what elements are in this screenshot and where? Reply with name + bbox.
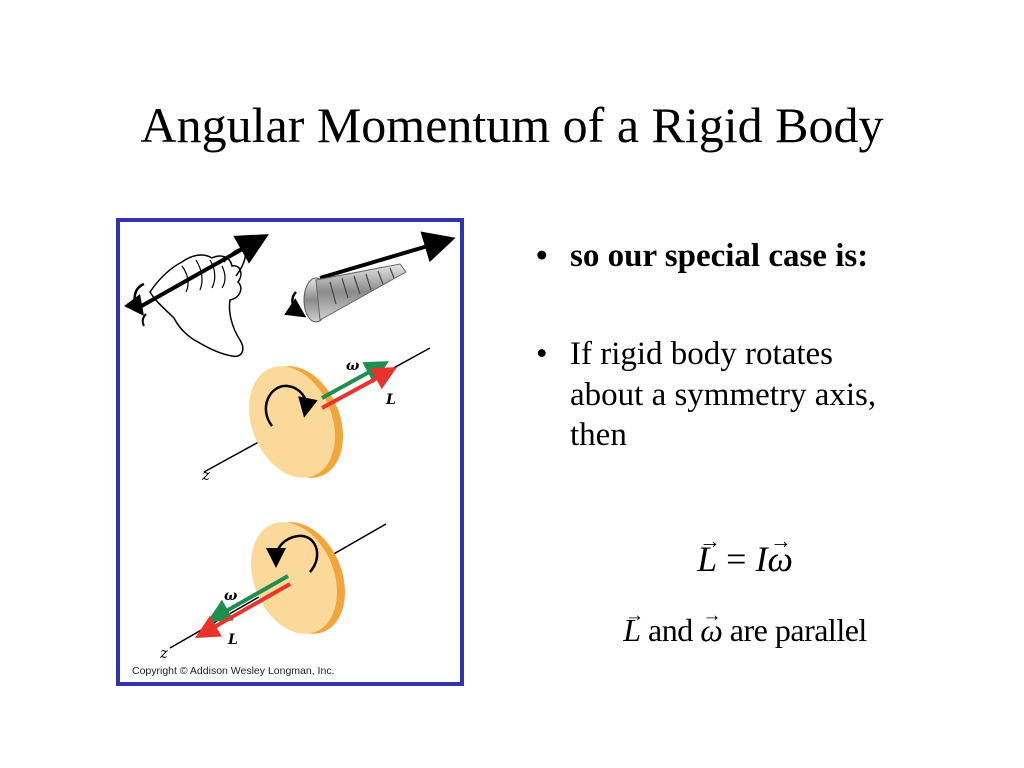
- and-word: and: [648, 612, 693, 648]
- figure-drawing: ω L z ω L z Copyright © Addison Wesley L…: [124, 231, 456, 677]
- bullet-text: so our special case is:: [570, 238, 869, 274]
- vector-arrow-icon: →: [702, 604, 722, 626]
- vector-omega: →ω: [700, 604, 723, 648]
- equals-sign: =: [726, 539, 747, 579]
- vector-L: →L: [623, 604, 644, 648]
- bullet-list: • so our special case is: • If rigid bod…: [536, 236, 976, 455]
- bullet-marker: •: [536, 238, 548, 274]
- hand-illustration: [124, 234, 269, 358]
- bullet-marker: •: [536, 336, 548, 373]
- bullet-special-case: • so our special case is:: [536, 236, 976, 276]
- top-disk-illustration: [203, 347, 431, 478]
- z-axis-label-top: z: [201, 466, 210, 484]
- omega-label-bottom: ω: [224, 588, 238, 604]
- L-label-bottom: L: [227, 632, 238, 648]
- L-label-top: L: [385, 392, 396, 408]
- omega-label-top: ω: [346, 358, 360, 374]
- parallel-statement: →L and →ω are parallel: [590, 604, 900, 649]
- vector-omega: →ω: [767, 529, 793, 579]
- vector-L: →L: [697, 529, 721, 579]
- vector-arrow-icon: →: [769, 529, 792, 554]
- figure-copyright: Copyright © Addison Wesley Longman, Inc.: [132, 665, 334, 677]
- parallel-text: are parallel: [729, 612, 868, 648]
- slide-title: Angular Momentum of a Rigid Body: [140, 97, 884, 153]
- bullet-text: If rigid body rotates about a symmetry a…: [570, 336, 877, 453]
- vector-arrow-icon: →: [624, 604, 644, 626]
- moment-of-inertia-symbol: I: [755, 539, 768, 579]
- right-hand-rule-figure: ω L z ω L z Copyright © Addison Wesley L…: [116, 218, 464, 686]
- vector-arrow-icon: →: [699, 529, 721, 554]
- z-axis-label-bottom: z: [159, 644, 168, 662]
- screw-illustration: [284, 231, 456, 323]
- bottom-disk-illustration: [169, 522, 387, 649]
- equation-L-equals-I-omega: →L = I→ω: [590, 529, 900, 580]
- bullet-symmetry-axis: • If rigid body rotates about a symmetry…: [536, 334, 900, 455]
